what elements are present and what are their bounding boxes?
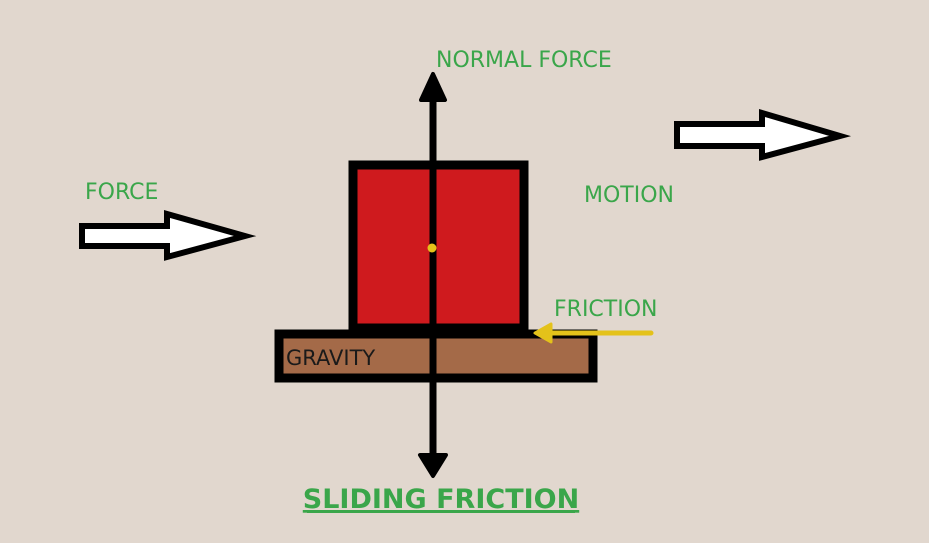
force-arrow-icon	[79, 210, 257, 261]
center-of-mass-dot	[427, 243, 437, 253]
motion-label: MOTION	[584, 183, 674, 208]
gravity-label: GRAVITY	[286, 346, 375, 370]
friction-arrowhead	[533, 322, 553, 344]
red-block	[348, 160, 529, 333]
friction-label: FRICTION	[554, 297, 658, 322]
force-label: FORCE	[85, 180, 158, 205]
normal-force-arrowhead	[419, 72, 447, 102]
diagram-title: SLIDING FRICTION	[303, 484, 579, 515]
gravity-arrowhead	[418, 453, 448, 478]
motion-arrow-icon	[674, 108, 852, 161]
normal-force-label: NORMAL FORCE	[436, 48, 612, 73]
